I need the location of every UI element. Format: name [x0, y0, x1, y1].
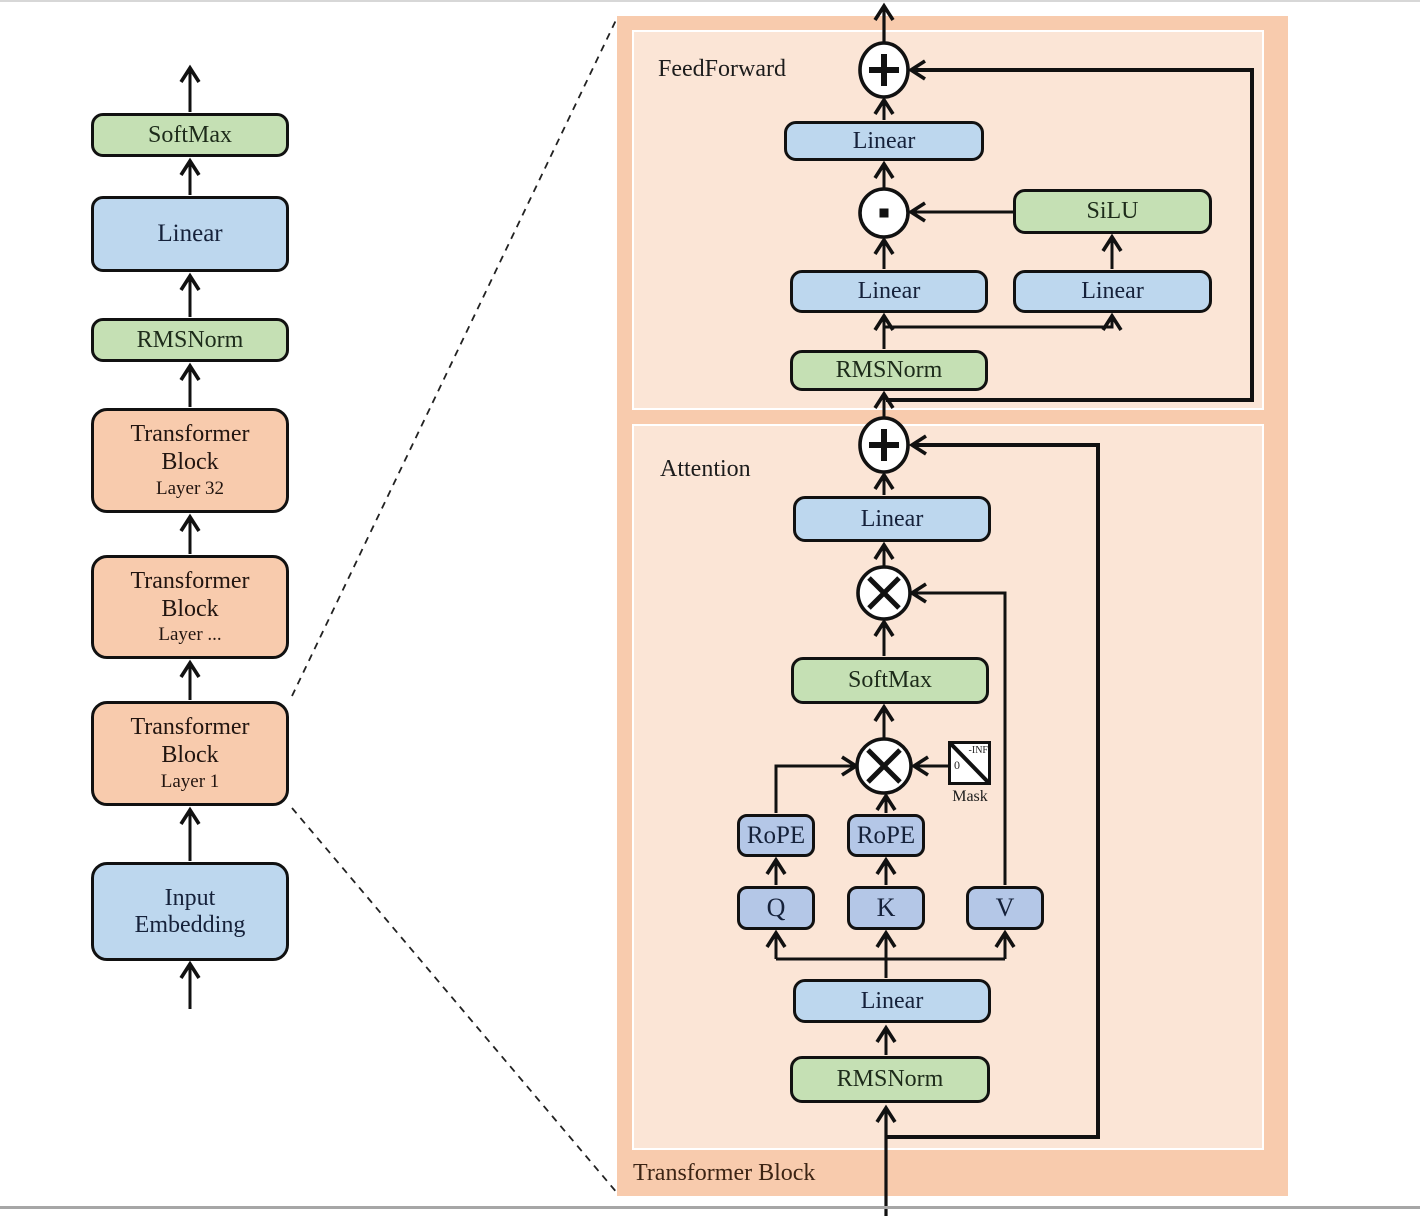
block-title: Transformer Block	[130, 714, 250, 769]
input-embedding: Input Embedding	[91, 862, 289, 961]
overview-linear: Linear	[91, 196, 289, 272]
ff-linear-gate: Linear	[790, 270, 988, 313]
att-k-label: K	[876, 892, 896, 922]
att-rope-k-label: RoPE	[856, 821, 916, 849]
att-q: Q	[737, 886, 815, 930]
mask-neg-inf: -INF	[968, 745, 988, 756]
ff-linear-out-label: Linear	[852, 127, 916, 154]
att-linear-out: Linear	[793, 496, 991, 542]
overview-rmsnorm-label: RMSNorm	[136, 326, 244, 353]
causal-mask-icon: -INF 0	[948, 741, 991, 785]
ff-linear-gate-label: Linear	[857, 278, 921, 305]
add-icon	[858, 41, 910, 99]
att-v-label: V	[995, 892, 1015, 922]
att-k: K	[847, 886, 925, 930]
att-linear-in-label: Linear	[860, 987, 924, 1014]
att-softmax-label: SoftMax	[848, 667, 932, 694]
wire-v-to-matmul	[908, 582, 1007, 885]
ff-rmsnorm: RMSNorm	[790, 350, 988, 391]
dot-icon	[858, 187, 910, 239]
multiply-icon	[856, 565, 912, 621]
ff-silu-label: SiLU	[1086, 198, 1139, 225]
add-icon	[858, 416, 910, 474]
ff-linear-up-label: Linear	[1081, 278, 1144, 305]
ff-silu: SiLU	[1013, 189, 1212, 234]
top-edge-line	[0, 0, 1420, 2]
zoom-dashed-top	[291, 17, 618, 697]
input-embedding-line1: Input	[164, 885, 216, 912]
overview-softmax: SoftMax	[91, 113, 289, 157]
transformer-block-layer32: Transformer Block Layer 32	[91, 408, 289, 513]
overview-softmax-label: SoftMax	[148, 121, 232, 148]
att-rope-q-label: RoPE	[746, 821, 806, 849]
block-title: Transformer Block	[130, 421, 250, 476]
wire-ropeq-to-matmul	[774, 755, 860, 813]
transformer-block-layer-dots: Transformer Block Layer ...	[91, 555, 289, 659]
att-rmsnorm: RMSNorm	[790, 1056, 990, 1103]
feedforward-section-label: FeedForward	[658, 56, 786, 82]
att-q-label: Q	[766, 892, 786, 922]
bottom-edge-line	[0, 1206, 1420, 1209]
block-layer-label: Layer 32	[155, 477, 225, 499]
attention-section-label: Attention	[660, 456, 751, 482]
transformer-block-panel-title: Transformer Block	[633, 1160, 816, 1186]
transformer-block-layer1: Transformer Block Layer 1	[91, 701, 289, 806]
mask-label: Mask	[952, 788, 988, 805]
multiply-icon	[855, 737, 913, 795]
wire-rmsnormff-branch-up	[884, 312, 1123, 331]
mask-zero: 0	[954, 758, 960, 772]
att-linear-out-label: Linear	[860, 505, 924, 532]
ff-linear-up: Linear	[1013, 270, 1212, 313]
block-layer-label: Layer ...	[158, 624, 222, 646]
att-softmax: SoftMax	[791, 657, 989, 704]
ff-rmsnorm-label: RMSNorm	[835, 357, 943, 384]
wire-attention-residual	[886, 434, 1100, 1139]
overview-rmsnorm: RMSNorm	[91, 318, 289, 362]
att-rope-k: RoPE	[847, 814, 925, 857]
block-title: Transformer Block	[130, 567, 250, 622]
input-embedding-line2: Embedding	[134, 911, 246, 938]
overview-linear-label: Linear	[157, 220, 223, 248]
att-v: V	[966, 886, 1044, 930]
wire-ff-residual	[886, 59, 1254, 402]
block-layer-label: Layer 1	[160, 770, 220, 792]
att-rope-q: RoPE	[737, 814, 815, 857]
attention-panel	[632, 424, 1264, 1150]
ff-linear-out: Linear	[784, 121, 984, 161]
zoom-dashed-bottom	[291, 807, 619, 1195]
att-linear-in: Linear	[793, 979, 991, 1023]
att-rmsnorm-label: RMSNorm	[836, 1066, 944, 1093]
